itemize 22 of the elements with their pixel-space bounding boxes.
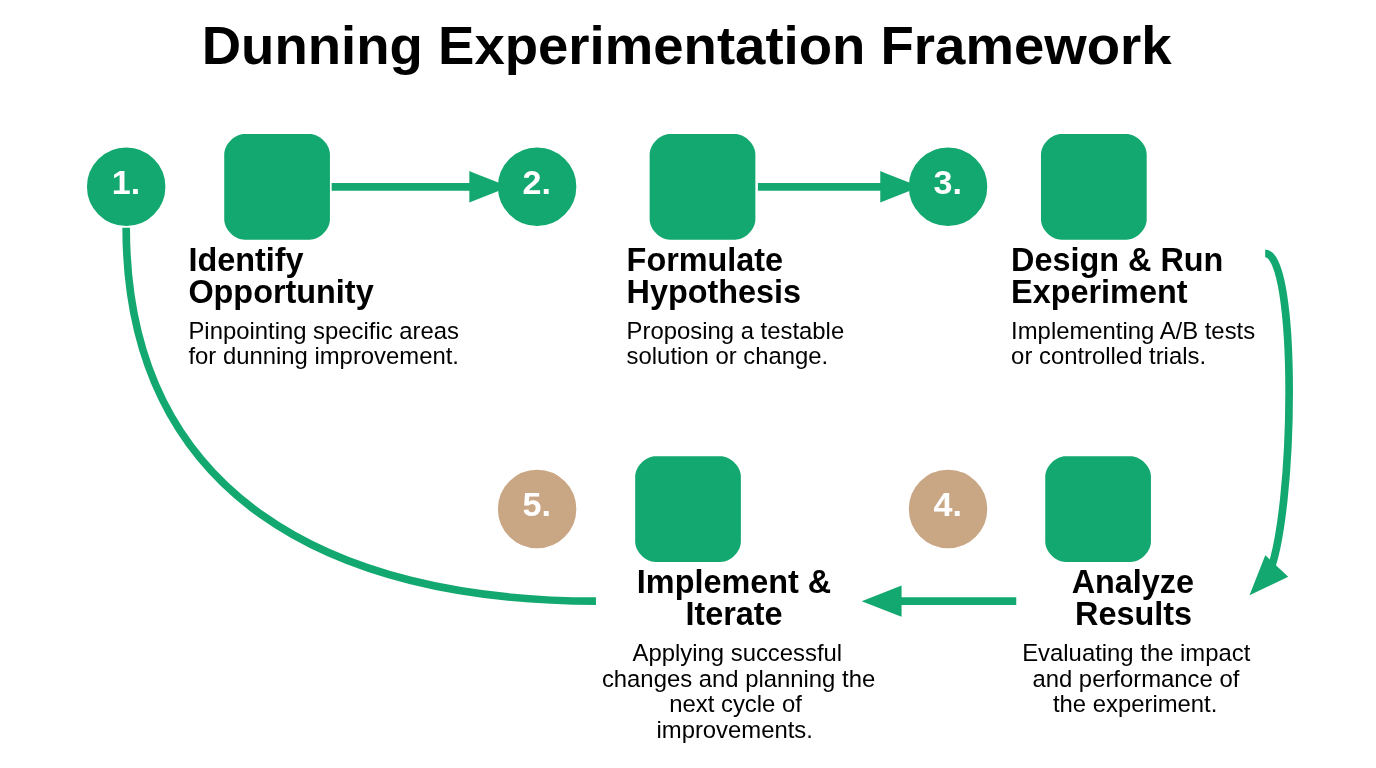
node-label: Identify Opportunity xyxy=(187,241,374,311)
node-circle: 5. xyxy=(497,469,576,549)
node-circle: 2. xyxy=(497,147,576,227)
node-box xyxy=(649,133,755,240)
node-box xyxy=(1040,133,1147,240)
node-label: Formulate Hypothesis xyxy=(626,241,801,311)
node-box xyxy=(1044,456,1151,562)
node-label: Analyze Results xyxy=(1071,563,1194,633)
node-label: Proposing a testable solution or change. xyxy=(626,316,844,370)
node-label: Pinpointing specific areas for dunning improvement. xyxy=(187,316,459,370)
diagram-title: Dunning Experimentation Framework xyxy=(201,14,1172,76)
node-label: Evaluating the impact and performance of the experiment. xyxy=(1021,639,1250,718)
node-label: Design & Run Experiment xyxy=(1010,241,1223,311)
node-label: Implementing A/B tests or controlled trials. xyxy=(1010,316,1255,370)
arrow xyxy=(1249,250,1293,596)
node-circle: 1. xyxy=(86,147,165,227)
node-box xyxy=(223,133,330,240)
node-circle: 3. xyxy=(908,147,987,227)
node-box xyxy=(634,456,741,562)
node-circle: 4. xyxy=(908,469,987,549)
node-label: Applying successful changes and planning the next cycle of improvements. xyxy=(601,639,875,743)
node-label: Implement & Iterate xyxy=(636,563,831,633)
